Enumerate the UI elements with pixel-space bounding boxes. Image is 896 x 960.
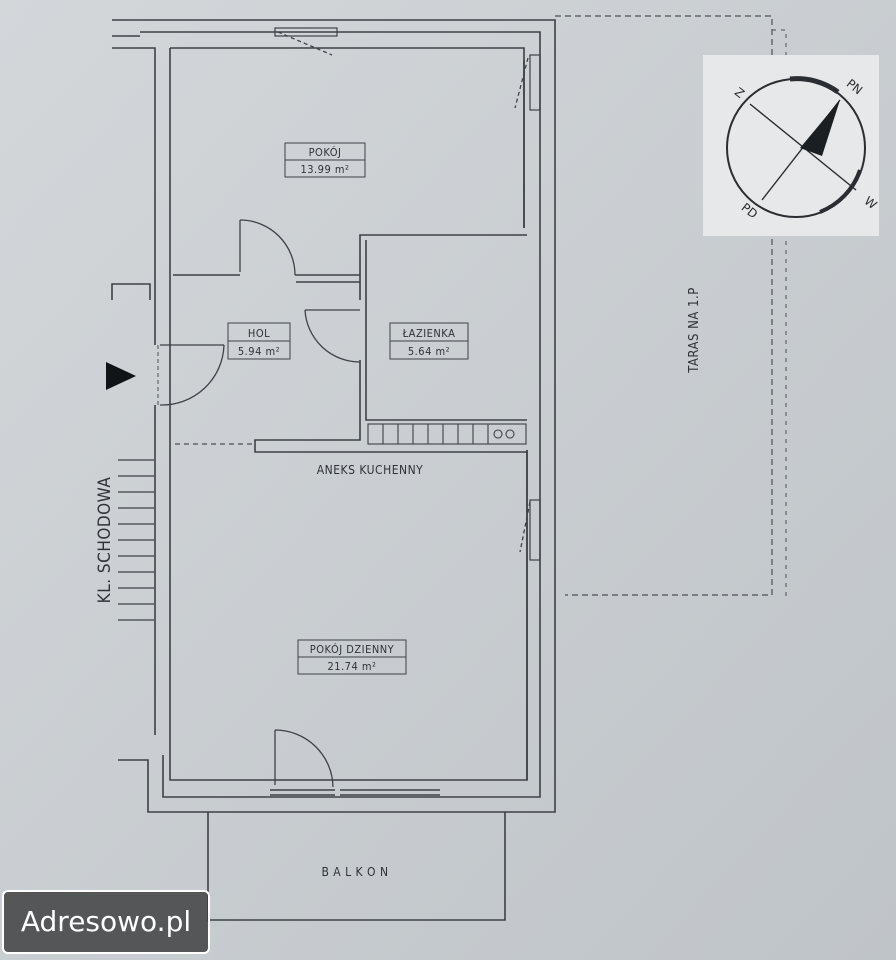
room-name-hol: HOL [248, 327, 270, 340]
compass-rose: PN PD Z W [703, 55, 880, 236]
label-aneks-kuchenny: ANEKS KUCHENNY [317, 463, 424, 477]
room-label-boxes [227, 142, 469, 675]
room-area-lazienka: 5.64 m² [408, 345, 450, 358]
staircase-steps [118, 459, 154, 621]
label-taras: TARAS NA 1.P [687, 287, 702, 374]
compass-background [703, 55, 879, 236]
room-area-pokoj: 13.99 m² [300, 163, 349, 176]
label-balkon: B A L K O N [321, 865, 388, 879]
entrance-arrow-icon [106, 362, 136, 390]
compass-ring-accent [789, 76, 840, 95]
room-name-pokoj-dzienny: POKÓJ DZIENNY [310, 643, 395, 656]
compass-ring-accent-2 [819, 169, 862, 214]
room-area-hol: 5.94 m² [238, 345, 280, 358]
doors [159, 31, 531, 788]
label-klatka-schodowa: KL. SCHODOWA [95, 477, 115, 604]
room-area-pokoj-dzienny: 21.74 m² [327, 660, 376, 673]
kitchen-counter [367, 423, 527, 445]
compass-north-needle-icon [800, 100, 840, 156]
room-name-lazienka: ŁAZIENKA [402, 327, 456, 340]
watermark-logo: Adresowo.pl [2, 890, 210, 954]
windows [274, 27, 541, 561]
walls [111, 19, 556, 921]
room-name-pokoj: POKÓJ [309, 146, 342, 159]
